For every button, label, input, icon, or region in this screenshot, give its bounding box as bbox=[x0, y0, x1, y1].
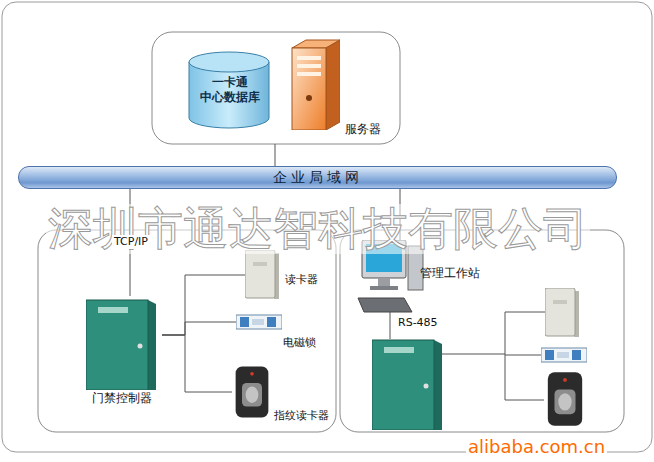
fingerprint-reader: 指纹读卡器 bbox=[232, 366, 332, 425]
controller-cabinet bbox=[372, 340, 442, 430]
lan-uplink bbox=[275, 144, 276, 167]
fingerprint-reader-icon bbox=[232, 366, 272, 418]
access-controller: 门禁控制器 bbox=[82, 296, 162, 408]
device-bus bbox=[505, 355, 541, 356]
site-zone-left bbox=[38, 230, 336, 432]
outer-frame bbox=[2, 2, 652, 452]
device-bus bbox=[505, 400, 544, 401]
device-bus bbox=[442, 354, 505, 355]
server: 服务器 bbox=[288, 38, 388, 139]
lan-band: 企业局域网 bbox=[18, 166, 617, 189]
server-icon bbox=[288, 38, 340, 130]
card-reader-icon bbox=[245, 250, 279, 300]
card-reader: 读卡器 bbox=[245, 250, 325, 302]
magnetic-lock-icon bbox=[236, 313, 282, 331]
site-mark: alibaba.com.cn bbox=[466, 436, 607, 459]
connector-line bbox=[162, 275, 245, 335]
node-label: 一卡通 中心数据库 bbox=[187, 75, 273, 105]
database-cylinder: 一卡通 中心数据库 bbox=[187, 50, 273, 130]
server-icon bbox=[292, 40, 340, 130]
server-zone bbox=[152, 32, 400, 144]
rs485-wire bbox=[390, 312, 391, 339]
node-label: 指纹读卡器 bbox=[274, 409, 329, 423]
magnetic-lock bbox=[541, 348, 587, 362]
device-bus bbox=[505, 312, 545, 313]
connector-line bbox=[162, 322, 236, 335]
fingerprint-reader-icon bbox=[236, 367, 269, 418]
node-label: 企业局域网 bbox=[19, 169, 616, 187]
card-reader bbox=[545, 288, 579, 337]
site-mark-holder: alibaba.com.cn bbox=[466, 436, 607, 459]
fingerprint-reader bbox=[548, 372, 582, 425]
magnetic-lock-icon bbox=[236, 315, 282, 329]
node-label: 电磁锁 bbox=[283, 336, 316, 350]
site-zone-right bbox=[340, 230, 624, 432]
node-label: 管理工作站 bbox=[420, 266, 480, 281]
card-reader-icon bbox=[245, 250, 279, 299]
node-label: 读卡器 bbox=[285, 273, 318, 287]
access-controller-icon bbox=[86, 300, 156, 390]
node-label: 服务器 bbox=[345, 122, 381, 137]
protocol-label: RS-485 bbox=[396, 316, 440, 330]
magnetic-lock: 电磁锁 bbox=[236, 313, 326, 352]
node-label: 门禁控制器 bbox=[82, 391, 162, 406]
protocol-label-holder: RS-485 bbox=[396, 316, 440, 330]
device-bus bbox=[505, 312, 506, 400]
protocol-label-holder: TCP/IP bbox=[112, 235, 150, 249]
connector-line bbox=[162, 335, 232, 392]
protocol-label: TCP/IP bbox=[112, 235, 150, 249]
access-controller-icon bbox=[86, 298, 156, 390]
